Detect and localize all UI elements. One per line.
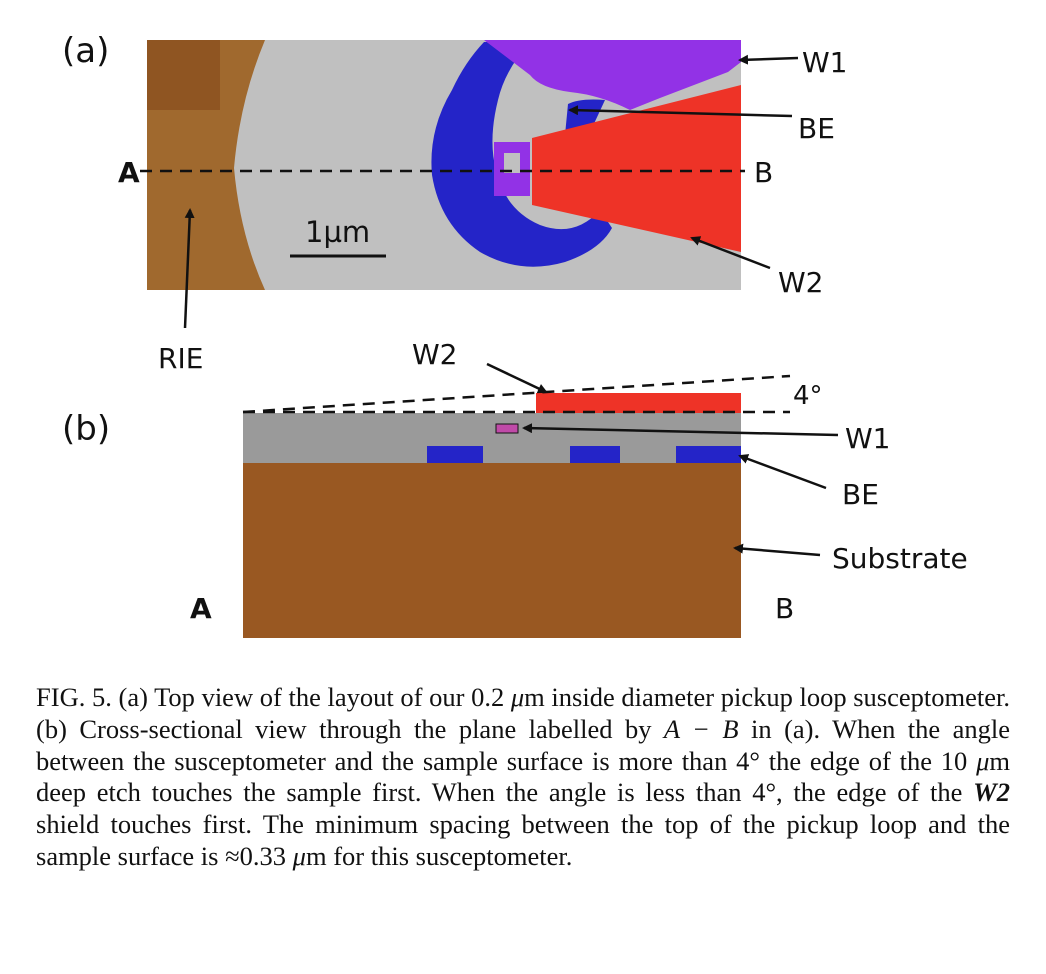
scale-bar-label: 1µm — [305, 215, 370, 249]
callout-rie: RIE — [158, 342, 203, 375]
callout-be-cross: BE — [842, 478, 879, 511]
caption-text-3: in (a). When the angle between the susce… — [36, 713, 1010, 776]
callout-arrow-w2 — [690, 236, 771, 270]
oxide-layer — [243, 413, 741, 463]
rie-etch-dark-corner — [147, 40, 220, 110]
cross-section: 4° A B W2 W1 BE Substrate — [190, 338, 968, 638]
angle-line-tilted — [242, 374, 791, 414]
panel-a-label: (a) — [62, 31, 109, 71]
callout-arrow-be — [568, 105, 793, 118]
substrate — [243, 462, 741, 638]
callout-arrow-rie — [183, 208, 195, 329]
callout-arrow-w1-cross — [522, 423, 839, 437]
angle-label: 4° — [793, 381, 823, 411]
caption-text-5: shield touches first. The minimum spacin… — [36, 809, 1010, 871]
callout-arrow-substrate — [733, 543, 821, 557]
callout-arrow-w1 — [738, 54, 799, 65]
caption-shield: W2 — [973, 777, 1010, 808]
top-view: 1µm A B W1 BE W2 RIE — [118, 40, 848, 375]
callout-w1: W1 — [802, 46, 848, 79]
callout-arrow-be-cross — [738, 454, 827, 490]
caption-fig-label: FIG. 5. — [36, 682, 112, 712]
callout-substrate: Substrate — [832, 542, 968, 575]
be-segment-3 — [676, 446, 741, 463]
panel-b-label: (b) — [62, 409, 110, 449]
w1-layer — [484, 40, 741, 110]
caption-text-2: m inside diameter pickup loop susceptome… — [36, 682, 1010, 744]
be-loop — [431, 42, 612, 267]
top-label-b: B — [754, 156, 773, 189]
caption-mu-2: μ — [976, 745, 990, 776]
be-segment-2 — [570, 446, 620, 463]
caption-mu-1: μ — [510, 682, 525, 712]
w1-pickup-cross — [495, 423, 519, 434]
w2-layer — [532, 85, 741, 252]
top-label-a: A — [118, 156, 140, 189]
cross-label-b: B — [775, 592, 794, 625]
callout-w1-cross: W1 — [845, 422, 891, 455]
cross-label-a: A — [190, 592, 212, 625]
callout-w2-cross: W2 — [412, 338, 458, 371]
callout-w2: W2 — [778, 266, 824, 299]
caption-text-1: (a) Top view of the layout of our 0.2 — [111, 682, 511, 712]
w1-pickup-hole — [504, 153, 520, 173]
caption-text-6: m for this susceptometer. — [305, 840, 573, 871]
figure-caption: FIG. 5. (a) Top view of the layout of ou… — [36, 682, 1010, 873]
callout-be: BE — [798, 112, 835, 145]
be-segment-1 — [427, 446, 483, 463]
callout-arrow-w2-cross — [486, 362, 548, 394]
caption-plane: A − B — [663, 713, 739, 744]
caption-text-4: m deep etch touches the sample first. Wh… — [36, 745, 1010, 808]
figure-diagram: (a) 1µm A B W1 BE W2 RIE (b) — [62, 31, 968, 638]
w2-shield — [536, 393, 741, 413]
caption-mu-3: μ — [292, 840, 306, 871]
